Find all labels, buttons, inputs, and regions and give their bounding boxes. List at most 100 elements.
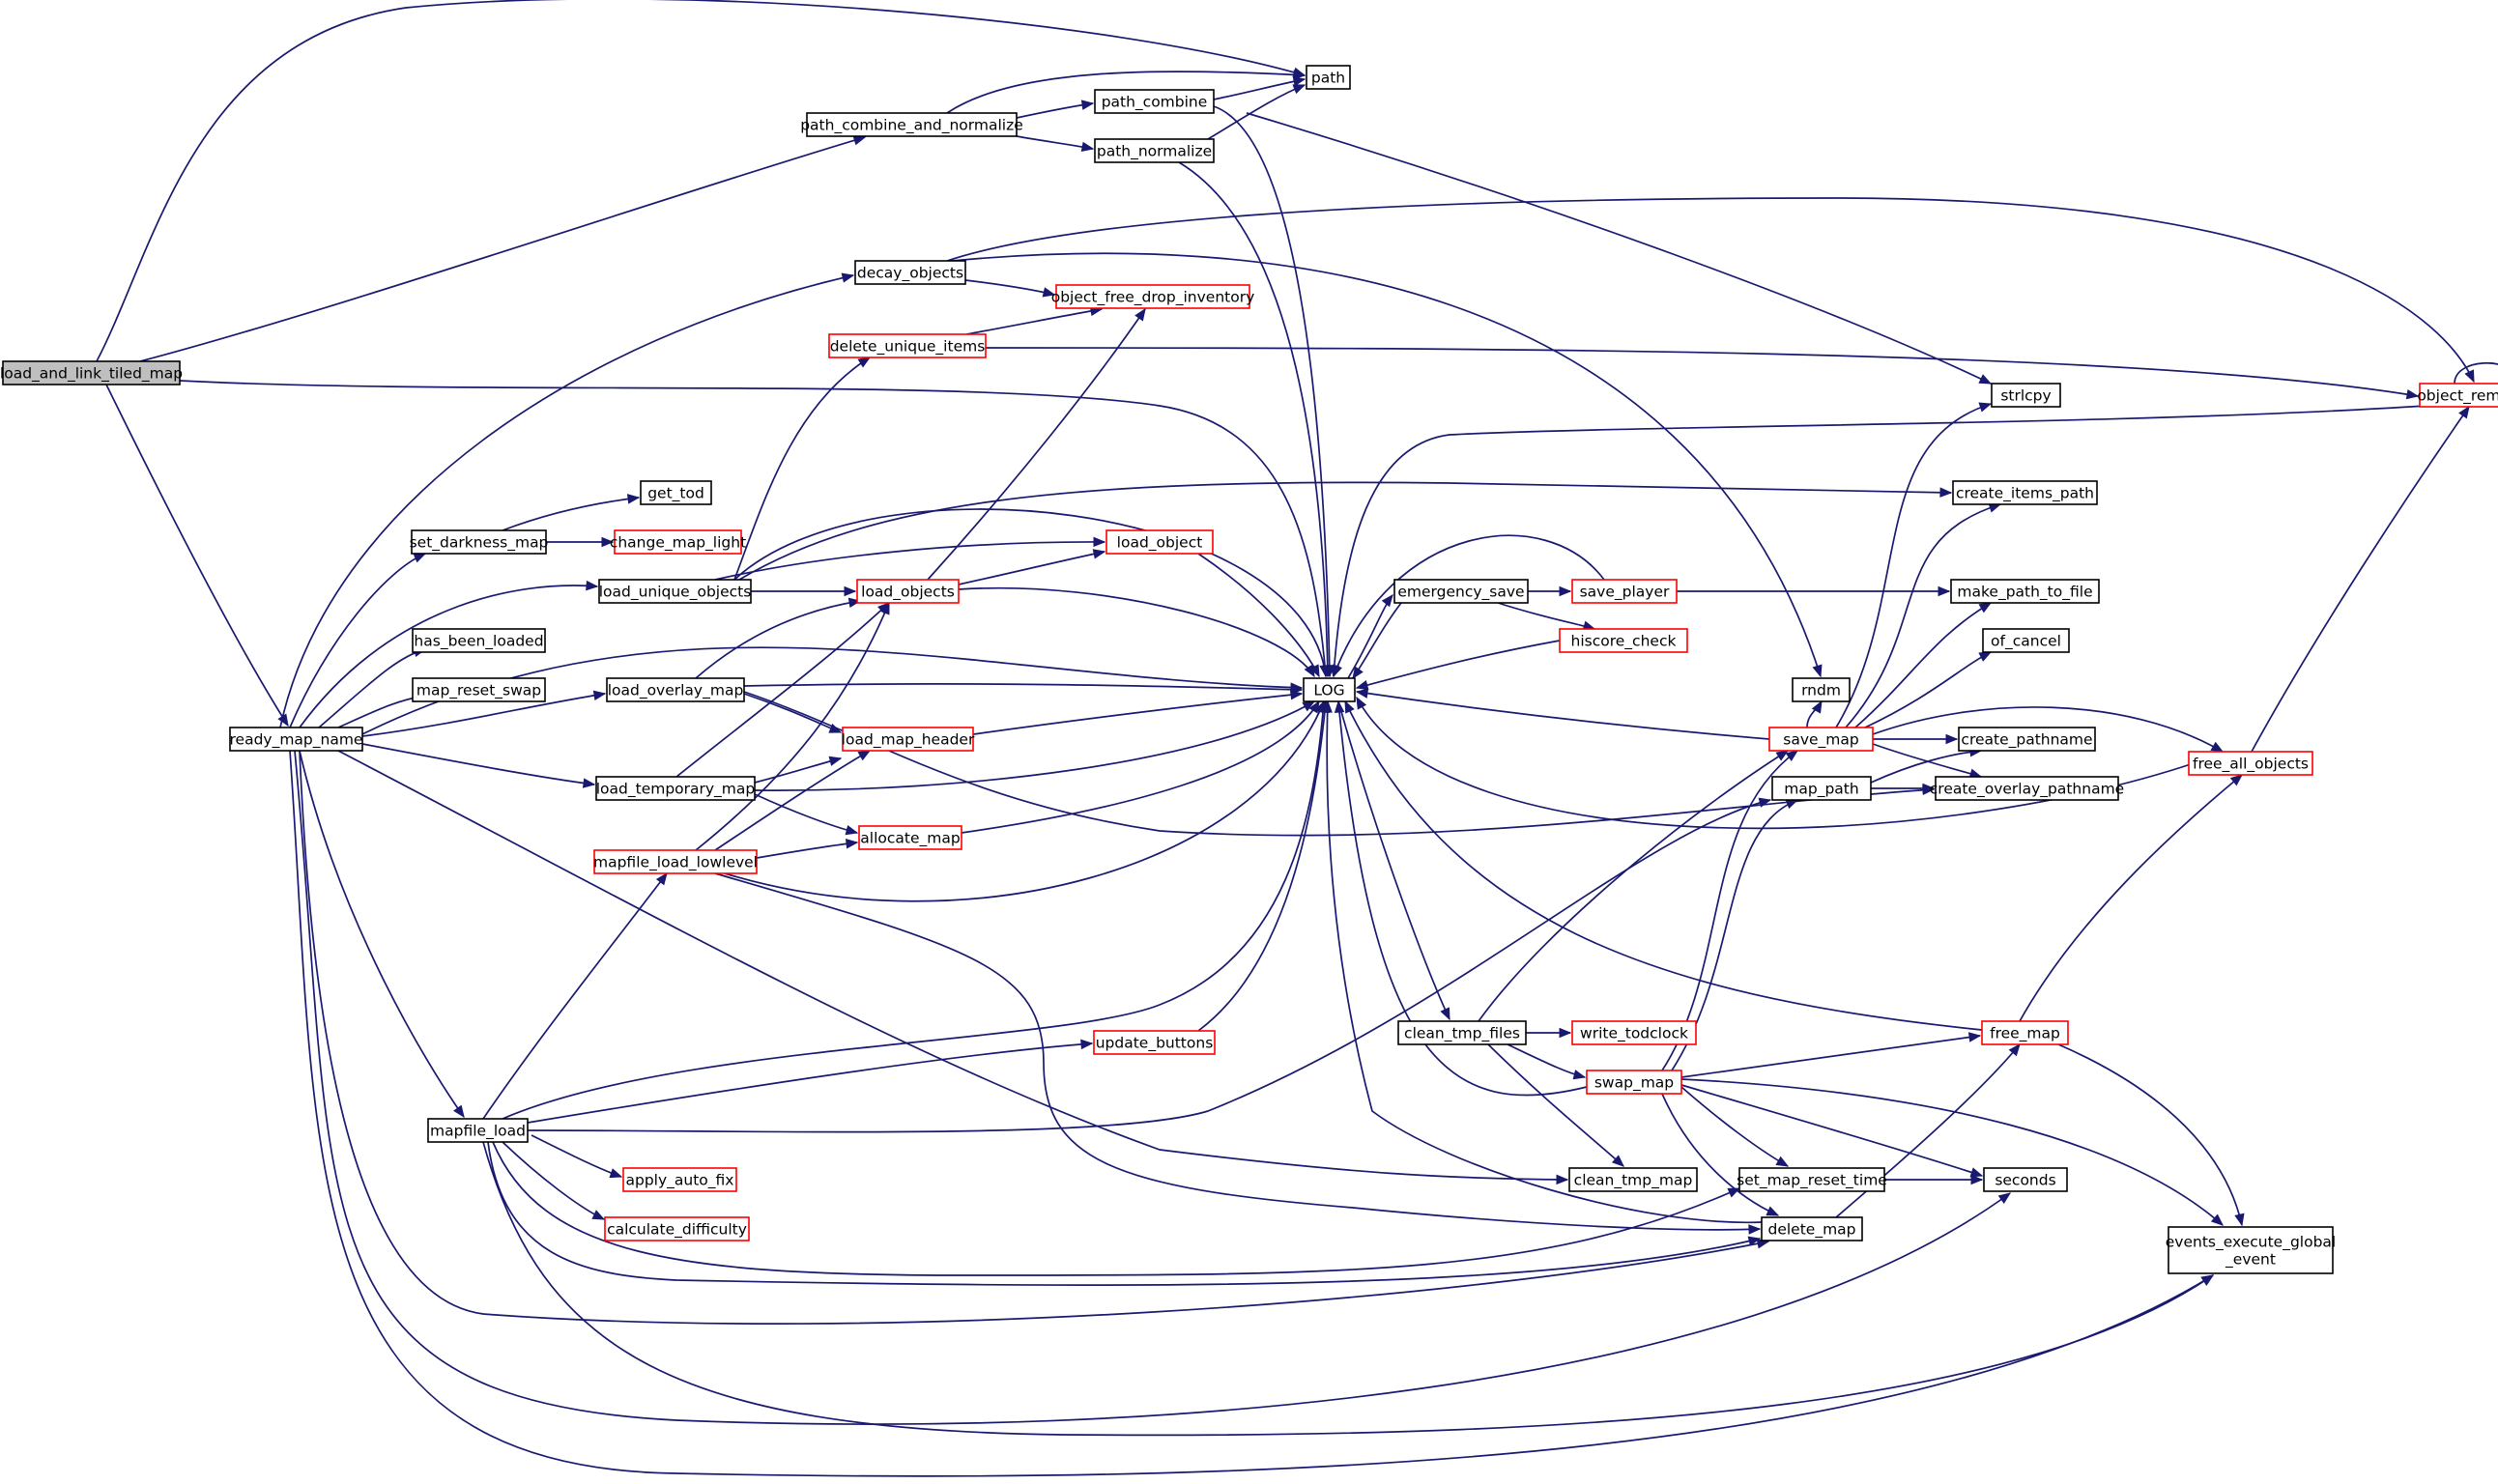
node-load_and_link_tiled_map[interactable]: load_and_link_tiled_map [0, 360, 183, 385]
node-make_path_to_file[interactable]: make_path_to_file [1950, 579, 2100, 604]
node-map_reset_swap[interactable]: map_reset_swap [412, 677, 546, 702]
node-set_darkness_map[interactable]: set_darkness_map [410, 529, 549, 555]
edge-mapfile_load-to-mapfile_load_lowlevel [482, 871, 668, 1120]
edge-path_combine_and_normalize-to-path_normalize [1016, 135, 1095, 153]
node-path_normalize[interactable]: path_normalize [1094, 138, 1215, 163]
edge-arrowhead [1939, 487, 1953, 498]
node-box [1571, 579, 1678, 604]
node-create_pathname[interactable]: create_pathname [1958, 727, 2096, 752]
edge-arrowhead [1812, 664, 1823, 678]
node-load_temporary_map[interactable]: load_temporary_map [595, 776, 756, 801]
node-label: path [1311, 70, 1345, 87]
node-object_free_drop_inventory[interactable]: object_free_drop_inventory [1051, 284, 1255, 309]
node-clean_tmp_map[interactable]: clean_tmp_map [1568, 1167, 1698, 1192]
edge-arrowhead [1967, 1032, 1982, 1042]
edge-line [2057, 1043, 2243, 1226]
edge-line [294, 750, 2011, 1425]
edge-line [1680, 1086, 1789, 1167]
node-change_map_light[interactable]: change_map_light [610, 529, 746, 555]
edge-line [179, 380, 1327, 677]
node-label: mapfile_load_lowlevel [593, 854, 758, 872]
node-LOG[interactable]: LOG [1303, 677, 1356, 702]
node-label: change_map_light [610, 534, 746, 553]
edge-load_overlay_map-to-load_map_header [743, 693, 843, 733]
edge-arrowhead [1611, 1155, 1624, 1167]
edge-arrowhead [1355, 688, 1369, 699]
node-free_all_objects[interactable]: free_all_objects [2188, 751, 2313, 776]
edge-save_player-to-LOG [1333, 534, 1605, 678]
node-apply_auto_fix[interactable]: apply_auto_fix [622, 1167, 737, 1192]
node-box [1568, 1167, 1698, 1192]
edge-allocate_map-to-LOG [961, 699, 1320, 834]
node-calculate_difficulty[interactable]: calculate_difficulty [604, 1216, 750, 1241]
node-box [1303, 677, 1356, 702]
edge-arrowhead [1344, 699, 1355, 714]
node-label: rndm [1801, 682, 1841, 699]
node-path_combine[interactable]: path_combine [1094, 89, 1215, 114]
node-events_execute_global_event[interactable]: events_execute_global_event [2166, 1226, 2336, 1274]
node-seconds[interactable]: seconds [1983, 1167, 2068, 1192]
node-object_remove[interactable]: object_remove [2417, 383, 2498, 408]
node-label: object_free_drop_inventory [1051, 289, 1255, 307]
node-path[interactable]: path [1306, 65, 1351, 90]
node-label: clean_tmp_map [1574, 1172, 1693, 1190]
node-get_tod[interactable]: get_tod [640, 480, 712, 505]
node-free_map[interactable]: free_map [1981, 1020, 2069, 1045]
node-load_object[interactable]: load_object [1105, 529, 1214, 555]
node-swap_map[interactable]: swap_map [1586, 1070, 1682, 1095]
edge-set_darkness_map-to-get_tod [502, 494, 641, 531]
edge-path_combine-to-path [1213, 76, 1306, 100]
edge-load_and_link_tiled_map-to-LOG [179, 380, 1331, 678]
node-create_items_path[interactable]: create_items_path [1952, 480, 2098, 505]
node-create_overlay_pathname[interactable]: create_overlay_pathname [1930, 776, 2124, 801]
node-delete_unique_items[interactable]: delete_unique_items [828, 333, 987, 358]
edge-arrowhead [1922, 783, 1936, 794]
node-mapfile_load_lowlevel[interactable]: mapfile_load_lowlevel [593, 849, 758, 874]
edge-mapfile_load-to-apply_auto_fix [531, 1134, 623, 1179]
edge-arrowhead [1748, 1224, 1762, 1235]
node-label: of_cancel [1991, 633, 2061, 651]
edge-load_overlay_map-to-LOG [743, 683, 1304, 695]
node-update_buttons[interactable]: update_buttons [1093, 1030, 1216, 1055]
node-path_combine_and_normalize[interactable]: path_combine_and_normalize [800, 112, 1023, 137]
node-of_cancel[interactable]: of_cancel [1982, 628, 2070, 653]
node-mapfile_load[interactable]: mapfile_load [427, 1118, 529, 1143]
node-load_map_header[interactable]: load_map_header [842, 727, 975, 752]
node-label: events_execute_global [2166, 1234, 2336, 1252]
node-set_map_reset_time[interactable]: set_map_reset_time [1737, 1167, 1887, 1192]
node-has_been_loaded[interactable]: has_been_loaded [412, 628, 546, 653]
edge-line [733, 357, 871, 581]
node-ready_map_name[interactable]: ready_map_name [229, 727, 363, 752]
node-load_objects[interactable]: load_objects [856, 579, 960, 604]
edge-line [1347, 594, 1393, 679]
node-load_overlay_map[interactable]: load_overlay_map [606, 677, 745, 702]
edge-ready_map_name-to-seconds [294, 750, 2012, 1425]
node-save_map[interactable]: save_map [1768, 727, 1874, 752]
edge-free_all_objects-to-object_remove [2251, 405, 2470, 753]
node-label: path_combine_and_normalize [800, 117, 1023, 135]
edge-arrowhead [1727, 1187, 1741, 1198]
edge-arrowhead [1559, 1027, 1572, 1039]
node-strlcpy[interactable]: strlcpy [1991, 383, 2061, 408]
node-clean_tmp_files[interactable]: clean_tmp_files [1397, 1020, 1527, 1045]
node-map_path[interactable]: map_path [1771, 776, 1872, 801]
node-label: apply_auto_fix [626, 1172, 734, 1190]
node-load_unique_objects[interactable]: load_unique_objects [598, 579, 752, 604]
edge-swap_map-to-free_map [1680, 1032, 1982, 1078]
edge-arrowhead [609, 1168, 623, 1179]
edge-save_map-to-free_all_objects [1872, 706, 2225, 753]
node-decay_objects[interactable]: decay_objects [854, 260, 966, 285]
edge-arrowhead [1969, 1167, 1984, 1178]
edge-ready_map_name-to-mapfile_load [299, 750, 465, 1119]
node-write_todclock[interactable]: write_todclock [1571, 1020, 1697, 1045]
node-allocate_map[interactable]: allocate_map [858, 825, 962, 850]
node-emergency_save[interactable]: emergency_save [1393, 579, 1529, 604]
node-rndm[interactable]: rndm [1792, 677, 1851, 702]
node-box [858, 825, 962, 850]
edge-arrowhead [1319, 664, 1330, 678]
node-delete_map[interactable]: delete_map [1761, 1216, 1863, 1241]
edge-line [318, 648, 426, 728]
node-save_player[interactable]: save_player [1571, 579, 1678, 604]
edge-arrowhead [1092, 549, 1106, 559]
node-hiscore_check[interactable]: hiscore_check [1559, 628, 1688, 653]
